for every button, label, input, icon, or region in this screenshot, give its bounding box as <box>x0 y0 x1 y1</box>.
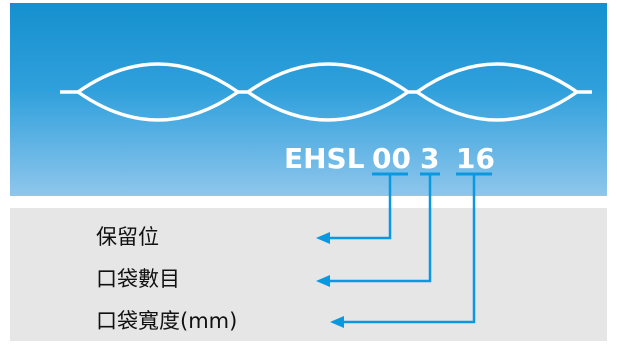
arrow-pocket-width <box>330 316 344 328</box>
code-prefix: EHSL <box>284 142 365 175</box>
connector-reserved <box>326 174 392 240</box>
legend-label-pocket-width: 口袋寬度(mm) <box>96 309 237 333</box>
arrow-pocket-count <box>316 275 330 287</box>
legend-label-pocket-count: 口袋數目 <box>96 267 180 291</box>
connector-lines <box>326 174 476 324</box>
arrow-heads <box>316 232 344 328</box>
code-segment-pocket-width: 16 <box>456 142 495 175</box>
arrow-reserved <box>316 232 330 244</box>
code-segment-pocket-count: 3 <box>420 142 439 175</box>
connector-pocket-count <box>326 174 432 283</box>
legend-label-reserved: 保留位 <box>96 225 159 249</box>
pocket-chain <box>60 62 592 122</box>
pocket-2 <box>244 62 412 122</box>
pocket-3 <box>413 62 581 122</box>
product-illustration-panel <box>10 3 607 196</box>
code-segment-reserved: 00 <box>372 142 411 175</box>
connector-pocket-width <box>340 174 476 324</box>
pocket-1 <box>74 62 242 122</box>
legend-panel <box>10 208 607 341</box>
